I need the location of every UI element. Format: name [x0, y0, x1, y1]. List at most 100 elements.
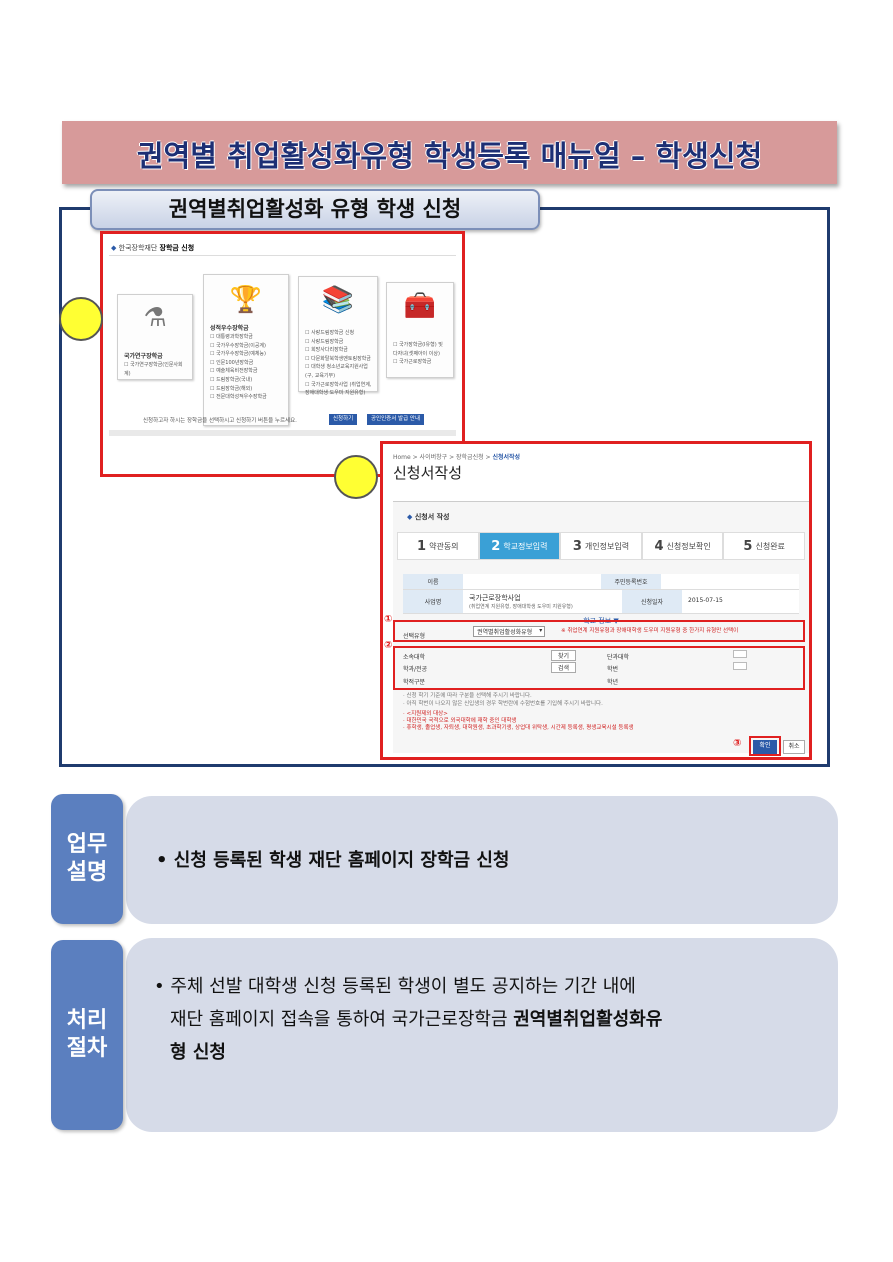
breadcrumb-current: 신청서작성 — [492, 454, 521, 461]
cancel-button[interactable]: 취소 — [783, 740, 805, 754]
title-banner: 권역별 취업활성화유형 학생등록 매뉴얼 – 학생신청 — [62, 121, 837, 184]
step-number: 3 — [572, 538, 582, 554]
chevron-down-icon: ▾ — [539, 627, 543, 634]
checkbox-item[interactable]: 희망사다리장학금 — [305, 346, 373, 355]
footer-bar — [109, 430, 456, 436]
instruction-text: 신청하고자 하시는 장학금을 선택하시고 신청하기 버튼을 누르세요. — [143, 418, 297, 424]
step-label: 학교정보입력 — [503, 541, 548, 551]
procedure-box: • 주체 선발 대학생 신청 등록된 학생이 별도 공지하는 기간 내에 재단 … — [126, 938, 838, 1132]
value-date: 2015-07-15 — [688, 597, 723, 604]
checkbox-item[interactable]: 드림장학금(국내) — [210, 376, 284, 385]
card-title: 국가연구장학금 — [124, 353, 163, 360]
trophy-icon: 🏆 — [229, 285, 263, 315]
type-select[interactable]: 권역별취업활성화유형 ▾ — [473, 626, 546, 637]
card-merit[interactable]: 🏆 성적우수장학금 대통령과학장학금 국가우수장학금(이공계) 국가우수장학금(… — [203, 274, 289, 426]
field-university-label: 소속대학 — [403, 654, 426, 661]
checkbox-item[interactable]: 예술체육비전장학금 — [210, 367, 284, 376]
task-description-box: • 신청 등록된 학생 재단 홈페이지 장학금 신청 — [126, 796, 838, 924]
card-support[interactable]: 📚 사랑드림장학금 신청 사랑드림장학금 희망사다리장학금 다문화탈북학생멘토링… — [298, 276, 378, 396]
checkbox-item[interactable]: 인문100년장학금 — [210, 359, 284, 368]
select-note: ※ 취업연계 지원유형과 장애대학생 도우미 지원유형 중 한가지 유형만 선택… — [561, 628, 739, 634]
section-title: 권역별취업활성화 유형 학생 신청 — [168, 197, 462, 221]
marker-1: ① — [384, 614, 393, 625]
procedure-line-3: 형 신청 — [170, 1042, 226, 1063]
step-label: 신청완료 — [755, 541, 785, 551]
section-tab: 권역별취업활성화 유형 학생 신청 — [90, 189, 540, 230]
toolbox-icon: 🧰 — [403, 291, 437, 321]
field-department-label: 학과/전공 — [403, 666, 428, 673]
card-title: 성적우수장학금 — [210, 325, 249, 332]
breadcrumb: Home > 사이버창구 > 장학금신청 > 신청서작성 — [393, 452, 520, 461]
bullet-icon: ◆ — [111, 244, 117, 252]
tab-line: 설명 — [66, 860, 108, 885]
checkbox-item[interactable]: 다문화탈북학생멘토링장학금 — [305, 355, 373, 364]
breadcrumb-prefix: 한국장학재단 — [118, 244, 158, 252]
checkbox-item[interactable]: 대학생 청소년교육지원사업 (구, 교육기부) — [305, 363, 373, 380]
breadcrumb: ◆ 한국장학재단 장학금 신청 — [111, 243, 194, 253]
divider — [109, 255, 456, 256]
checkbox-item[interactable]: 사랑드림장학금 신청 — [305, 329, 373, 338]
procedure-line-1: • 주체 선발 대학생 신청 등록된 학생이 별도 공지하는 기간 내에 — [154, 976, 636, 997]
note-1: · 신청 학기 기준에 따라 구분을 선택해 주시기 바랍니다. — [403, 693, 532, 699]
breadcrumb-path: Home > 사이버창구 > 장학금신청 > — [393, 454, 493, 461]
card-research[interactable]: ⚗ 국가연구장학금 국가연구장학금(인문사회계) — [117, 294, 193, 380]
books-icon: 📚 — [321, 285, 355, 315]
find-university-button[interactable]: 찾기 — [551, 650, 577, 661]
procedure-line-2: 재단 홈페이지 접속을 통하여 국가근로장학금 권역별취업활성화유 — [170, 1003, 662, 1036]
procedure-line-2a: 재단 홈페이지 접속을 통하여 국가근로장학금 — [170, 1009, 514, 1030]
tab-line: 처리 — [66, 1008, 108, 1033]
step-label: 약관동의 — [429, 541, 459, 551]
bullet-icon: ◆ — [407, 513, 413, 521]
checkbox-item[interactable]: 국가근로장학사업 (취업연계, 장애대학생 도우미 지원유형) — [305, 381, 373, 398]
checkbox-item[interactable]: 국가연구장학금(인문사회계) — [124, 361, 188, 378]
checkbox-item[interactable]: 전문대학성적우수장학금 — [210, 393, 284, 402]
marker-circle-1 — [59, 297, 103, 341]
step-label: 개인정보입력 — [584, 541, 630, 551]
card-items: 국가장학금(I유형) 및 다자녀(셋째아이 이상) 국가근로장학금 — [393, 341, 449, 367]
marker-2: ② — [384, 640, 393, 651]
checkbox-item[interactable]: 국가장학금(I유형) 및 다자녀(셋째아이 이상) — [393, 341, 449, 358]
table-row: 사업명 국가근로장학사업 (취업연계 지원유형, 장애대학생 도우미 지원유형)… — [403, 590, 799, 614]
checkbox-item[interactable]: 국가우수장학금(예체능) — [210, 350, 284, 359]
search-department-button[interactable]: 검색 — [551, 662, 577, 673]
card-national[interactable]: 🧰 국가장학금(I유형) 및 다자녀(셋째아이 이상) 국가근로장학금 — [386, 282, 454, 378]
header-resident-id: 주민등록번호 — [601, 574, 661, 589]
task-description-text: • 신청 등록된 학생 재단 홈페이지 장학금 신청 — [156, 850, 510, 871]
table-row: 이름 주민등록번호 — [403, 574, 799, 590]
field-enrollment-label: 학적구분 — [403, 679, 426, 686]
certificate-guide-button[interactable]: 공인인증서 발급 안내 — [367, 414, 425, 425]
exclusion-2: · 휴학생, 졸업생, 자퇴생, 대학원생, 초과학기생, 상업대 위탁생, 시… — [403, 725, 634, 731]
checkbox-item[interactable]: 국가근로장학금 — [393, 358, 449, 367]
apply-button[interactable]: 신청하기 — [329, 414, 358, 425]
confirm-button[interactable]: 확인 — [753, 740, 777, 754]
student-no-input[interactable] — [733, 662, 747, 670]
select-type-label: 선택유형 — [403, 633, 426, 640]
checkbox-item[interactable]: 대통령과학장학금 — [210, 333, 284, 342]
value-program: 국가근로장학사업 (취업연계 지원유형, 장애대학생 도우미 지원유형) — [463, 590, 622, 613]
marker-circle-2 — [334, 455, 378, 499]
exclusion-heading: · <지원제외 대상> — [403, 711, 448, 717]
college-input[interactable] — [733, 650, 747, 658]
header-name: 이름 — [403, 574, 463, 589]
select-value: 권역별취업활성화유형 — [477, 629, 533, 636]
highlight-box-2 — [393, 646, 805, 690]
checkbox-item[interactable]: 드림장학금(해외) — [210, 385, 284, 394]
tab-line: 절차 — [66, 1036, 108, 1061]
scholarship-selection-screenshot: ◆ 한국장학재단 장학금 신청 ⚗ 국가연구장학금 국가연구장학금(인문사회계)… — [100, 231, 465, 477]
tab-line: 업무 — [66, 832, 108, 857]
checkbox-item[interactable]: 사랑드림장학금 — [305, 338, 373, 347]
step-number: 5 — [743, 538, 753, 554]
field-student-no-label: 학번 — [607, 666, 619, 673]
checkbox-item[interactable]: 국가우수장학금(이공계) — [210, 342, 284, 351]
card-items: 사랑드림장학금 신청 사랑드림장학금 희망사다리장학금 다문화탈북학생멘토링장학… — [305, 329, 373, 398]
procedure-line-2b: 권역별취업활성화유 — [513, 1009, 663, 1030]
card-items: 대통령과학장학금 국가우수장학금(이공계) 국가우수장학금(예체능) 인문100… — [210, 333, 284, 402]
